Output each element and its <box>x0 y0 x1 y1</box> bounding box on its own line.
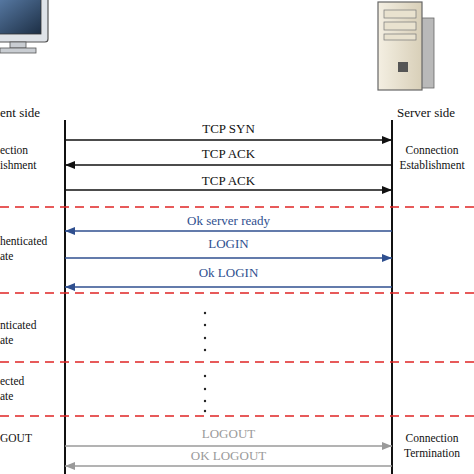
message-arrow <box>65 164 392 165</box>
server-icon <box>378 2 434 90</box>
message-arrow <box>65 465 392 466</box>
message-label: OK LOGOUT <box>191 448 266 463</box>
monitor-frame <box>0 0 48 42</box>
state-separator <box>0 415 474 417</box>
message-arrow <box>65 286 392 287</box>
monitor-screen <box>0 0 41 34</box>
dot <box>204 388 206 390</box>
power-button <box>398 62 408 72</box>
client-lifeline <box>64 120 66 474</box>
dot <box>204 337 206 339</box>
state-label: nticated ate <box>0 318 36 348</box>
state-label: henticated ate <box>0 234 47 264</box>
state-label: Connection Termination <box>404 431 460 461</box>
message-label: TCP ACK <box>202 173 255 188</box>
state-separator <box>0 361 474 363</box>
participant-column: Server side <box>392 0 474 474</box>
participant-label: ent side <box>0 105 40 120</box>
dot <box>204 400 206 402</box>
drive-bay <box>384 34 416 40</box>
server-tower <box>378 2 422 90</box>
drive-bay <box>384 10 416 18</box>
dot <box>204 410 206 412</box>
message-arrow <box>65 189 392 190</box>
monitor-stand <box>10 42 26 48</box>
message-label: TCP SYN <box>202 121 255 136</box>
message-arrow <box>65 230 392 231</box>
state-separators <box>0 207 474 416</box>
dot <box>204 375 206 377</box>
dot <box>204 324 206 326</box>
participant-label: Server side <box>397 105 455 120</box>
state-label: ected ate <box>0 374 24 404</box>
message-arrow <box>65 257 392 258</box>
message-arrow <box>65 445 392 446</box>
ellipsis-dots <box>204 312 206 412</box>
message-label: Ok LOGIN <box>199 265 259 280</box>
state-label: Connection Establishment <box>399 143 464 173</box>
state-label: GOUT <box>0 431 32 446</box>
state-separator <box>0 292 474 294</box>
message-label: LOGOUT <box>202 426 255 441</box>
drive-bay <box>384 22 416 30</box>
monitor-base <box>0 48 36 53</box>
dot <box>204 349 206 351</box>
message-label: LOGIN <box>208 236 248 251</box>
computer-icon <box>0 0 48 53</box>
message-label: TCP ACK <box>202 146 255 161</box>
state-label: ection ishment <box>0 143 36 173</box>
message-arrow <box>65 139 392 140</box>
message-label: Ok server ready <box>187 213 270 228</box>
server-lifeline <box>391 120 393 474</box>
state-separator <box>0 206 474 208</box>
dot <box>204 312 206 314</box>
